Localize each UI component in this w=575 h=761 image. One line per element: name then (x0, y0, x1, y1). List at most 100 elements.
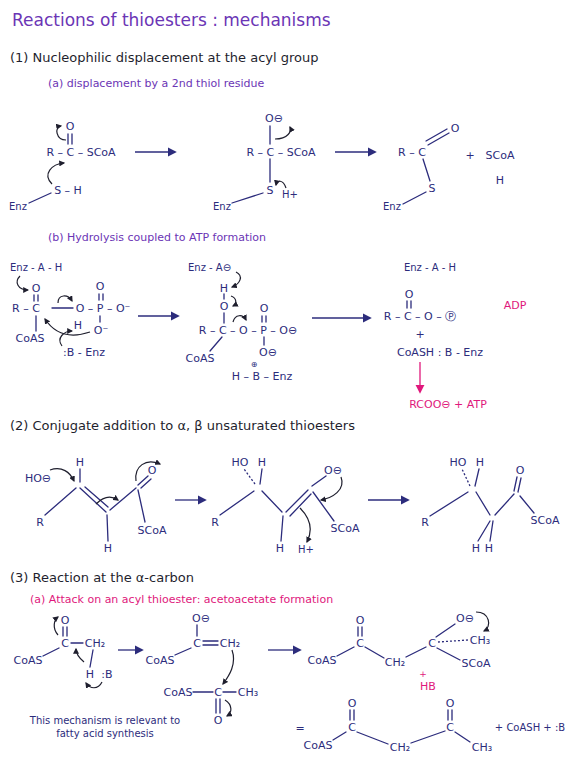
chem-label: H (258, 457, 266, 468)
bond (35, 316, 36, 331)
bond (232, 193, 263, 203)
reaction-arrow (368, 499, 408, 500)
chem-label: O (214, 715, 223, 726)
section-heading: Enz - A⊖ (188, 263, 231, 273)
chem-label: H (220, 283, 228, 294)
chem-label: O⊖ (324, 465, 342, 476)
bond (52, 307, 73, 308)
chem-label: :B (101, 669, 112, 680)
chem-label: R – C (12, 303, 40, 314)
chem-label: Enz (383, 202, 401, 212)
hashed-bond (438, 640, 468, 642)
curly-arrow (45, 319, 90, 335)
chem-label: O (61, 615, 70, 626)
bond (99, 316, 100, 322)
hashed-bond (462, 469, 470, 486)
section-heading: (a) Attack on an acyl thioester: acetoac… (30, 594, 333, 605)
chem-label: H+ (282, 190, 298, 200)
chem-label: CH₃ (238, 687, 258, 698)
reaction-arrow (175, 499, 205, 500)
curly-arrow (60, 331, 72, 346)
chem-label: HO (232, 457, 249, 468)
curly-arrow (276, 181, 286, 188)
chem-label: C (193, 638, 201, 649)
chem-label: R – C (398, 147, 426, 158)
chem-label: C (61, 638, 69, 649)
chem-label: O⊖ (192, 613, 210, 624)
chem-label: Enz - A - H (404, 263, 456, 273)
chem-label: :B - Enz (63, 347, 105, 358)
bond (430, 469, 534, 541)
bond (403, 192, 426, 204)
double-bond (407, 301, 411, 308)
chem-label: C (348, 722, 356, 733)
curly-arrow (225, 700, 231, 716)
curly-arrow (96, 497, 118, 504)
chem-label: R (421, 517, 429, 528)
chem-label: CH₃ (470, 635, 490, 646)
curly-arrow (50, 469, 74, 481)
chem-label: CH₂ (85, 638, 105, 649)
chem-label: R (36, 517, 44, 528)
chem-label: S – H (54, 185, 82, 196)
chem-label: CoAS (186, 353, 215, 364)
page-title: Reactions of thioesters : mechanisms (12, 12, 331, 29)
curly-arrow (275, 127, 290, 139)
chem-label: O (348, 698, 357, 709)
curly-arrow (476, 612, 489, 631)
chem-label: O – P – O⁻ (76, 303, 131, 314)
chem-label: HO⊖ (25, 473, 51, 484)
curly-arrow (54, 617, 58, 635)
bond (269, 126, 270, 144)
chem-label: CoAS (308, 655, 337, 666)
reaction-arrow (268, 649, 300, 650)
chem-label: O⊖ (265, 113, 283, 124)
reaction-arrow (419, 362, 420, 392)
chem-label: H (104, 543, 112, 554)
chem-label: H (485, 543, 493, 554)
chem-label: O⊖ (456, 613, 474, 624)
chem-label: R – C – O – Ⓟ (384, 311, 456, 322)
chem-label: CoAS (164, 687, 193, 698)
chem-label: O (260, 303, 269, 314)
chem-label: HO (450, 457, 467, 468)
bond (29, 193, 51, 203)
chem-label: CH₂ (385, 657, 405, 668)
double-bond (99, 294, 103, 300)
reaction-arrow (118, 649, 142, 650)
chem-label: H (496, 175, 504, 186)
chem-label: O (148, 465, 157, 476)
curly-arrow (233, 316, 246, 322)
hashed-bond (244, 469, 255, 484)
chem-label: ⊕ (251, 361, 258, 369)
chem-label: CH₂ (390, 742, 410, 753)
chem-label: CoAS (14, 655, 43, 666)
double-bond (262, 316, 266, 322)
chem-label: ADP (504, 300, 527, 311)
bond (337, 624, 460, 660)
chem-label: O (66, 121, 75, 132)
chem-label: This mechanism is relevant to fatty acid… (18, 715, 193, 740)
chem-label: R – C – O – P – O⊖ (199, 325, 297, 336)
chem-label: O (451, 123, 460, 134)
section-heading: (1) Nucleophilic displacement at the acy… (10, 51, 319, 64)
chem-label: O (32, 283, 41, 294)
chem-label: SCoA (486, 150, 515, 161)
chem-label: H (276, 543, 284, 554)
chem-label: R (211, 517, 219, 528)
chem-label: H – B – Enz (232, 371, 293, 382)
bond (210, 337, 222, 351)
section-heading: (2) Conjugate addition to α, β unsaturat… (10, 419, 355, 432)
chem-label: O (516, 465, 525, 476)
section-heading: (b) Hydrolysis coupled to ATP formation (48, 232, 266, 243)
reaction-arrow (312, 317, 370, 318)
bond (45, 469, 151, 541)
chem-label: + (415, 329, 424, 340)
chem-label: O (220, 301, 229, 312)
curly-arrow (321, 477, 342, 500)
chem-label: S (429, 183, 436, 194)
chem-label: O (96, 281, 105, 292)
chem-label: H+ (298, 545, 314, 555)
section-heading: (a) displacement by a 2nd thiol residue (48, 78, 264, 89)
chem-label: + (465, 150, 474, 161)
